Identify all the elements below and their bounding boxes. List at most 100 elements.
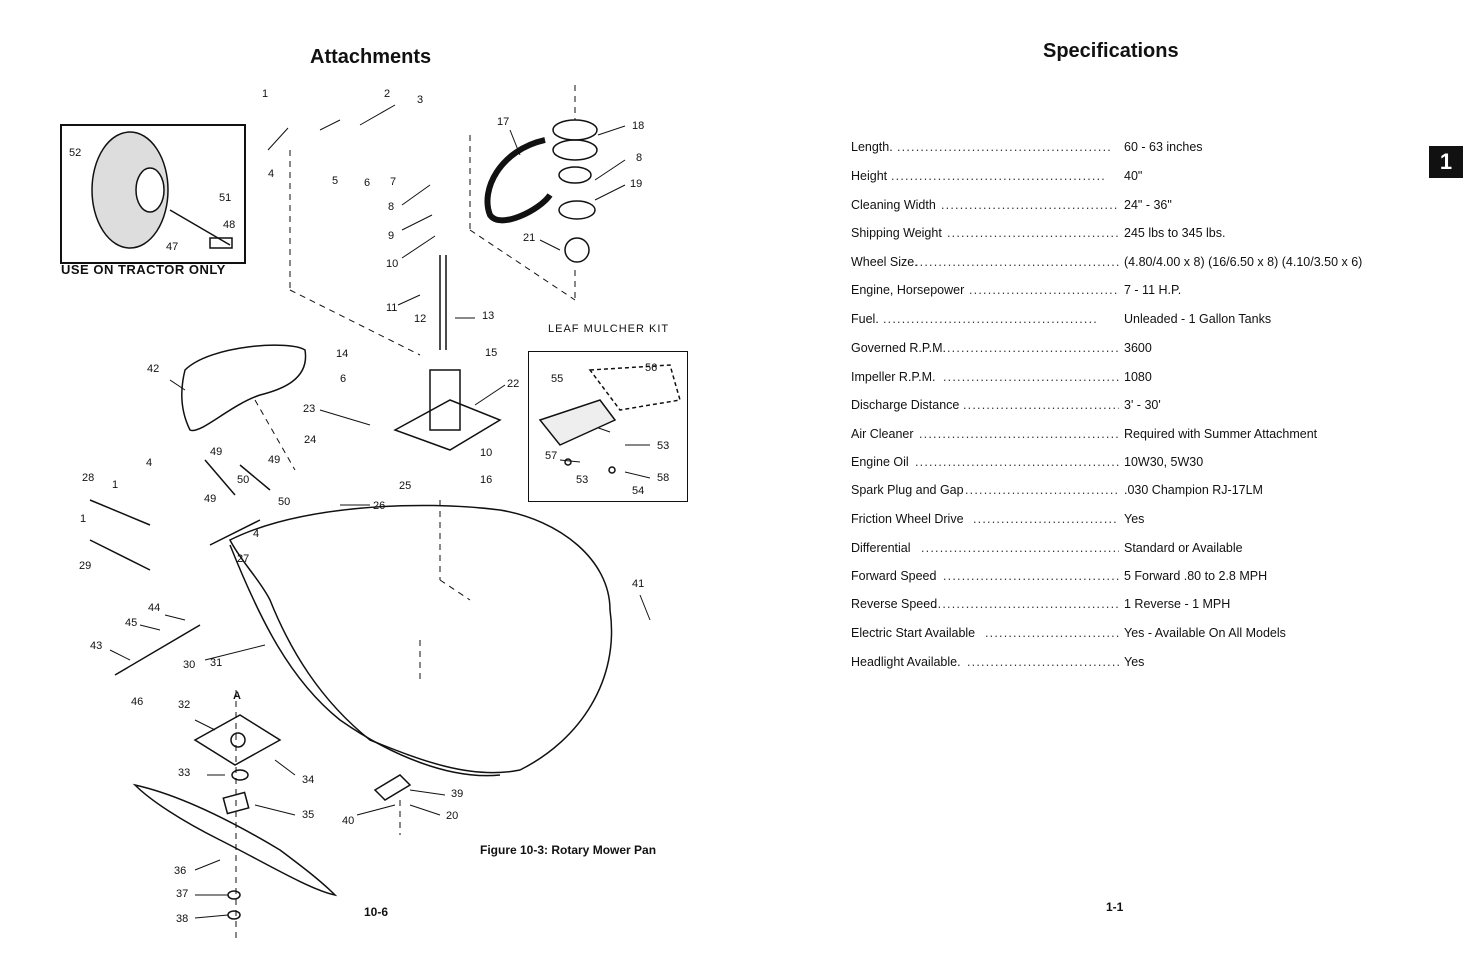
spec-label: Impeller R.P.M.	[851, 370, 936, 384]
spec-label: Air Cleaner	[851, 427, 914, 441]
spec-label: Reverse Speed	[851, 597, 938, 611]
callout: 21	[523, 232, 536, 244]
leader-dots: ........................................…	[963, 398, 1119, 412]
leader-dots: ........................................…	[965, 483, 1119, 497]
callout: 58	[657, 472, 670, 484]
leader-dots: ........................................…	[943, 370, 1119, 384]
right-page-number: 1-1	[1106, 900, 1124, 914]
spec-row: Friction Wheel Drive....................…	[851, 512, 1411, 532]
figure-caption: Figure 10-3: Rotary Mower Pan	[480, 843, 657, 857]
callout: 10	[386, 258, 399, 270]
spec-label: Forward Speed	[851, 569, 937, 583]
callout: 14	[336, 348, 349, 360]
callout: 53	[576, 474, 589, 486]
spec-row: Forward Speed...........................…	[851, 569, 1411, 589]
callout: 49	[210, 446, 223, 458]
leaf-mulcher-kit-label: LEAF MULCHER KIT	[548, 323, 670, 335]
spec-value: 60 - 63 inches	[1124, 140, 1203, 154]
callout: 12	[414, 313, 427, 325]
spec-row: Headlight Available.....................…	[851, 655, 1411, 675]
callout: 33	[178, 767, 191, 779]
callout: 56	[645, 362, 658, 374]
callout: 26	[373, 500, 386, 512]
callout: 10	[480, 447, 493, 459]
callout: 2	[384, 88, 391, 100]
spec-row: Discharge Distance......................…	[851, 398, 1411, 418]
callout: 37	[176, 888, 189, 900]
spec-label: Cleaning Width	[851, 198, 936, 212]
callout: 1	[112, 479, 119, 491]
callout: 55	[551, 373, 564, 385]
spec-value: 1080	[1124, 370, 1152, 384]
callout: 8	[636, 152, 643, 164]
spec-value: Required with Summer Attachment	[1124, 427, 1318, 441]
callout: 27	[237, 553, 250, 565]
callout: 49	[204, 493, 217, 505]
callout: 1	[80, 513, 87, 525]
callout: 11	[386, 302, 398, 314]
spec-value: 7 - 11 H.P.	[1124, 283, 1182, 297]
callout: 9	[388, 230, 395, 242]
callout: 19	[630, 178, 643, 190]
spec-value: Yes	[1124, 655, 1145, 669]
leader-dots: ........................................…	[897, 140, 1112, 154]
spec-value: .030 Champion RJ-17LM	[1124, 483, 1263, 497]
left-page-number: 10-6	[364, 905, 389, 919]
spec-value: Yes - Available On All Models	[1124, 626, 1286, 640]
spec-value: 10W30, 5W30	[1124, 455, 1204, 469]
spec-value: Yes	[1124, 512, 1145, 526]
spec-label: Spark Plug and Gap	[851, 483, 964, 497]
leader-dots: ........................................…	[891, 169, 1106, 183]
spec-value: 1 Reverse - 1 MPH	[1124, 597, 1231, 611]
callout: 45	[125, 617, 138, 629]
callout: 41	[632, 578, 645, 590]
leader-dots: ........................................…	[919, 427, 1119, 441]
spec-label: Length.	[851, 140, 893, 154]
callout: 39	[451, 788, 464, 800]
leader-dots: ........................................…	[883, 312, 1098, 326]
callout: 52	[69, 147, 82, 159]
callout: 43	[90, 640, 103, 652]
spec-label: Headlight Available.	[851, 655, 961, 669]
callout: 34	[302, 774, 315, 786]
spec-label: Engine, Horsepower	[851, 283, 965, 297]
callout: 54	[632, 485, 645, 497]
callout: 8	[388, 201, 395, 213]
callout: 38	[176, 913, 189, 925]
spec-value: 40"	[1124, 169, 1143, 183]
leader-dots: ........................................…	[967, 655, 1119, 669]
spec-label: Governed R.P.M.	[851, 341, 946, 355]
callout: 23	[303, 403, 316, 415]
leader-dots: ........................................…	[941, 198, 1119, 212]
spec-value: (4.80/4.00 x 8) (16/6.50 x 8) (4.10/3.50…	[1124, 255, 1363, 269]
spec-label: Differential	[851, 541, 911, 555]
spec-value: 3' - 30'	[1124, 398, 1161, 412]
spec-row: Air Cleaner.............................…	[851, 427, 1411, 447]
callout: 17	[497, 116, 510, 128]
callout: 6	[364, 177, 371, 189]
callout: 24	[304, 434, 317, 446]
spec-value: 5 Forward .80 to 2.8 MPH	[1124, 569, 1268, 583]
callout: 44	[148, 602, 161, 614]
leader-dots: ........................................…	[943, 569, 1119, 583]
leader-dots: ........................................…	[947, 226, 1119, 240]
callout: 35	[302, 809, 315, 821]
callout: 15	[485, 347, 498, 359]
spec-value: Standard or Available	[1124, 541, 1243, 555]
callout: 16	[480, 474, 493, 486]
callout: 46	[131, 696, 144, 708]
callout: 18	[632, 120, 645, 132]
tractor-box-caption: USE ON TRACTOR ONLY	[61, 262, 226, 277]
callout: 49	[268, 454, 281, 466]
spec-value: 3600	[1124, 341, 1152, 355]
callout: 48	[223, 219, 236, 231]
spec-row: Engine, Horsepower......................…	[851, 283, 1411, 303]
page-title-attachments: Attachments	[310, 46, 432, 68]
spec-row: Differential............................…	[851, 541, 1411, 561]
spec-row: Spark Plug and Gap......................…	[851, 483, 1411, 503]
leader-dots: ........................................…	[973, 512, 1119, 526]
spec-row: Governed R.P.M..........................…	[851, 341, 1411, 361]
spec-row: Reverse Speed...........................…	[851, 597, 1411, 617]
spec-value: 245 lbs to 345 lbs.	[1124, 226, 1226, 240]
callout: 13	[482, 310, 495, 322]
